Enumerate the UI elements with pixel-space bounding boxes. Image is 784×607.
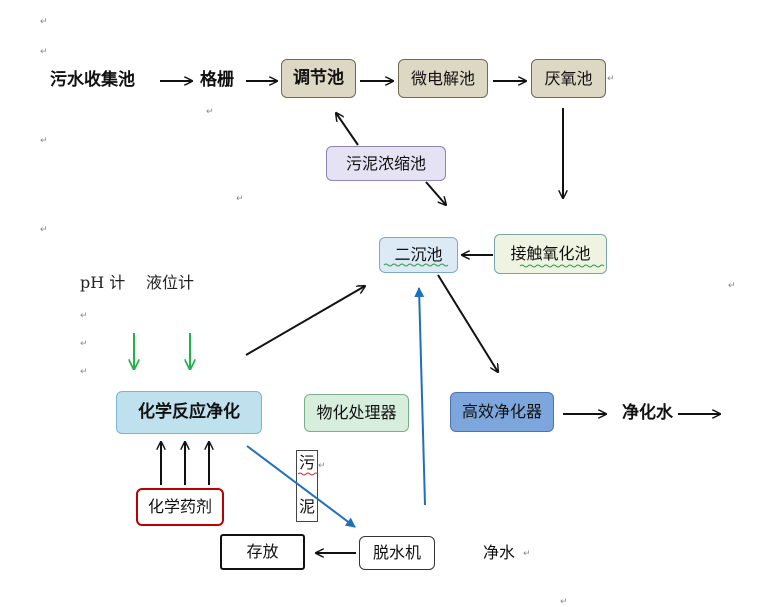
arrow-dewatering-to-clarifier: [414, 287, 426, 506]
paragraph-mark: ↵: [236, 194, 244, 204]
regulating-pool-label: 调节池: [293, 68, 344, 88]
arrow-thickener-to-clarifier: [425, 181, 446, 205]
sludge-thickener-label: 污泥浓缩池: [345, 153, 426, 173]
dewatering-machine-node: 脱水机: [359, 536, 435, 570]
spellcheck-underline: [519, 264, 605, 268]
physchem-processor-label: 物化处理器: [316, 403, 397, 422]
arrow-clarifier-to-purifier: [437, 274, 498, 372]
arrow-reaction-to-clarifier: [245, 286, 365, 356]
sludge-char-2: 泥: [299, 497, 316, 516]
ph-meter-label: pH 计: [80, 273, 126, 292]
anaerobic-pool-node: 厌氧池: [531, 59, 606, 98]
clean-water-label: 净水: [483, 543, 516, 562]
chemical-agents-node: 化学药剂: [136, 488, 224, 526]
secondary-clarifier-node: 二沉池: [379, 237, 458, 273]
paragraph-mark: ↵: [560, 597, 568, 607]
high-efficiency-purifier-node: 高效净化器: [450, 392, 554, 432]
paragraph-mark: ↵: [728, 281, 736, 291]
level-meter-label: 液位计: [146, 273, 195, 292]
spellcheck-underline: [383, 263, 449, 267]
paragraph-mark: ↵: [80, 367, 88, 377]
sludge-thickener-node: 污泥浓缩池: [326, 146, 446, 181]
dewatering-machine-label: 脱水机: [372, 543, 421, 562]
arrow-thickener-to-regulating: [336, 113, 359, 146]
paragraph-mark: ↵: [40, 47, 48, 57]
grille-label: 格栅: [200, 70, 234, 90]
sludge-char-1: 污: [299, 453, 316, 472]
anaerobic-pool-label: 厌氧池: [544, 68, 593, 88]
contact-oxidation-label: 接触氧化池: [510, 244, 591, 263]
regulating-pool-node: 调节池: [281, 59, 356, 98]
paragraph-mark: ↵: [40, 136, 48, 146]
paragraph-mark: ↵: [80, 311, 88, 321]
chemical-agents-label: 化学药剂: [147, 497, 212, 516]
chemical-reaction-label: 化学反应净化: [138, 402, 240, 422]
sludge-text-box: [296, 450, 318, 522]
paragraph-mark: ↵: [206, 107, 214, 117]
micro-electrolysis-node: 微电解池: [398, 59, 488, 98]
paragraph-mark: ↵: [318, 461, 326, 471]
paragraph-mark: ↵: [80, 339, 88, 349]
paragraph-mark: ↵: [607, 74, 615, 84]
purified-water-label: 净化水: [622, 403, 673, 423]
secondary-clarifier-label: 二沉池: [394, 245, 443, 264]
paragraph-mark: ↵: [40, 225, 48, 235]
storage-node: 存放: [220, 534, 305, 570]
chemical-reaction-node: 化学反应净化: [116, 391, 262, 434]
paragraph-mark: ↵: [40, 17, 48, 27]
collection-pool-label: 污水收集池: [50, 70, 135, 90]
paragraph-mark: ↵: [523, 549, 531, 559]
spellcheck-underline: [297, 472, 319, 476]
high-efficiency-purifier-label: 高效净化器: [461, 402, 542, 421]
arrow-reaction-to-dewatering: [246, 445, 356, 528]
physchem-processor-node: 物化处理器: [304, 394, 409, 432]
storage-label: 存放: [246, 542, 279, 561]
micro-electrolysis-label: 微电解池: [410, 68, 475, 88]
